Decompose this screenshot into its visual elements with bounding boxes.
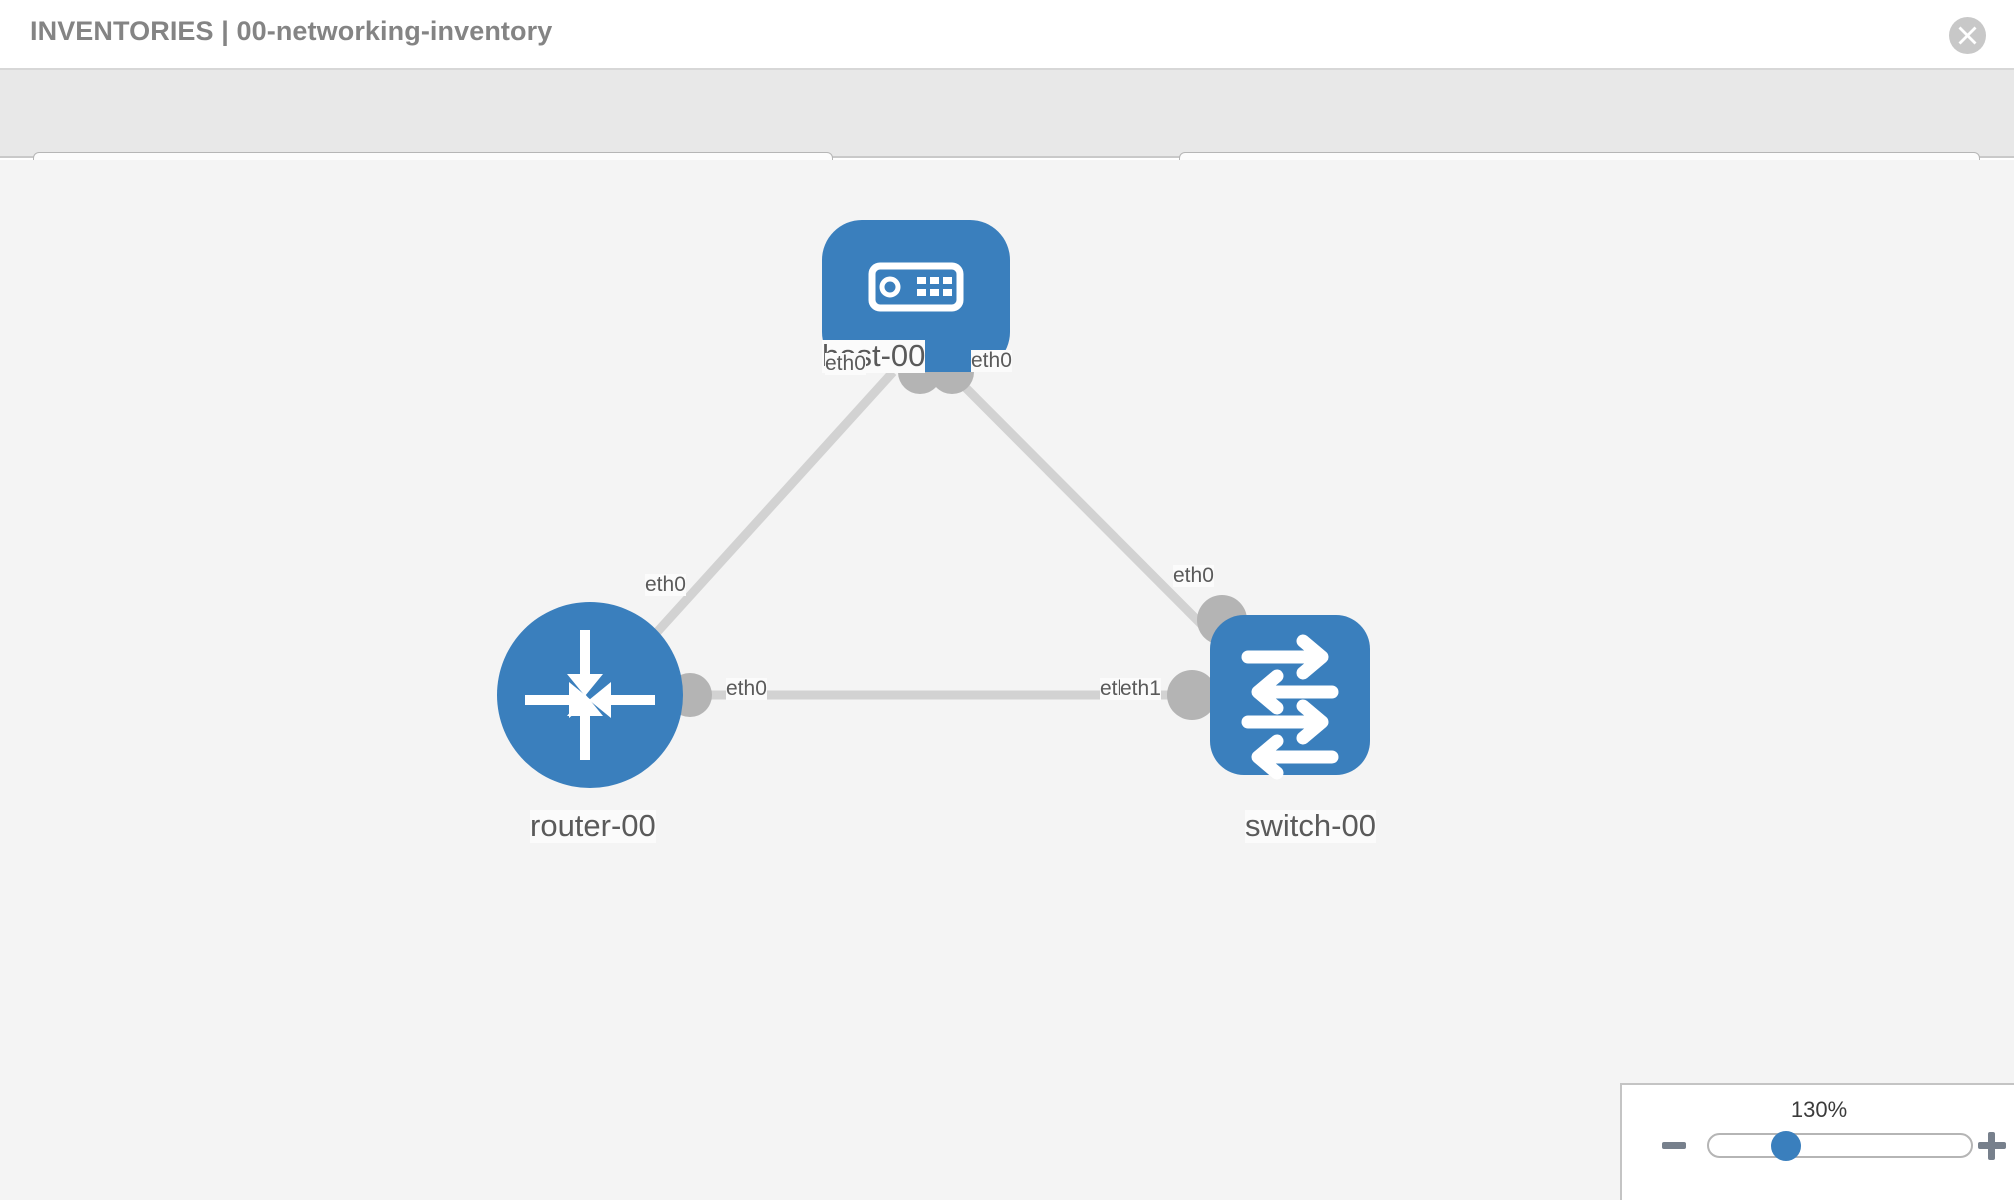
interface-label-host00-eth0-left: eth0 — [825, 352, 866, 376]
zoom-percent-label: 130% — [1790, 1097, 1848, 1122]
interface-label-host00-eth0-right: eth0 — [971, 349, 1012, 373]
interface-label-router00-eth0-uplink: eth0 — [645, 573, 686, 597]
close-icon[interactable] — [1949, 17, 1986, 54]
switch-arrows-icon — [1241, 634, 1339, 780]
topology-ports — [668, 350, 1247, 720]
router-arrows-icon — [525, 630, 655, 760]
zoom-slider-thumb[interactable] — [1771, 1131, 1801, 1161]
page-header: INVENTORIES | 00-networking-inventory — [0, 0, 2014, 70]
interface-label-switch00-eth1-trunk: eth1 — [1120, 677, 1161, 701]
interface-label-router00-eth0-trunk: eth0 — [726, 677, 767, 701]
link-host00-switch00[interactable] — [946, 368, 1221, 644]
interface-label-fragment-etl: etl — [1100, 677, 1123, 701]
interface-label-switch00-eth0-uplink: eth0 — [1173, 564, 1214, 588]
zoom-slider-track[interactable] — [1707, 1133, 1973, 1158]
page-title: INVENTORIES | 00-networking-inventory — [30, 16, 553, 46]
node-label-switch-00: switch-00 — [1245, 808, 1376, 843]
topology-canvas[interactable]: host-00 router-00 switch-00 eth0 eth0 et… — [0, 160, 2014, 1200]
topology-graph — [497, 220, 1370, 788]
zoom-control-panel: 130% — [1620, 1083, 2014, 1200]
node-router-00[interactable] — [497, 602, 683, 788]
port-switch00-left[interactable] — [1167, 670, 1217, 720]
zoom-out-button[interactable] — [1662, 1142, 1686, 1149]
topology-links — [590, 368, 1221, 700]
toolbar: ACTIONS SEARCH — [0, 70, 2014, 202]
node-label-router-00: router-00 — [530, 808, 656, 843]
zoom-in-button[interactable] — [1978, 1132, 2006, 1160]
node-host-00[interactable] — [822, 220, 1010, 372]
server-icon — [868, 262, 964, 312]
node-switch-00[interactable] — [1210, 615, 1370, 780]
